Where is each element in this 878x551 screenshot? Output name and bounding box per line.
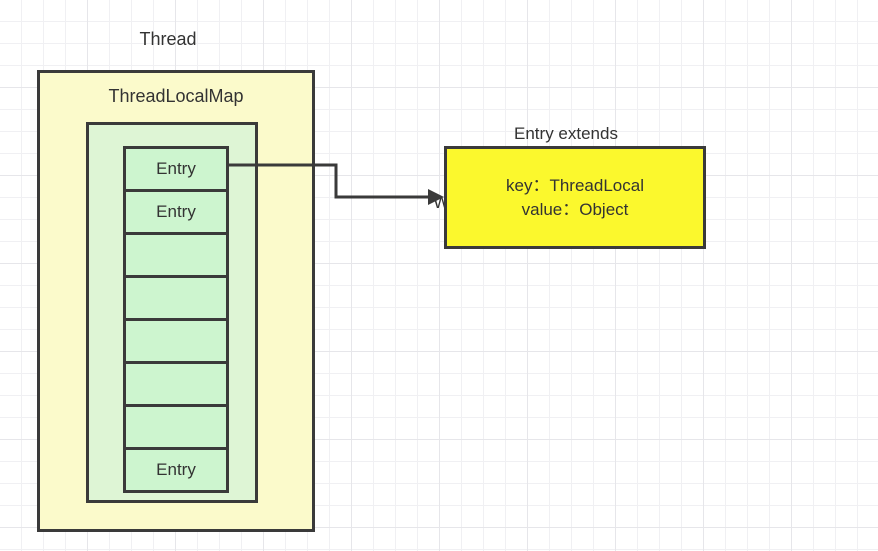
entry-extends-note-line1: Entry extends (514, 124, 618, 143)
entry-key-text: key：ThreadLocal (506, 175, 644, 195)
entry-cell[interactable]: Entry (123, 146, 229, 192)
entry-cell[interactable]: Entry (123, 189, 229, 235)
entry-cell[interactable] (123, 361, 229, 407)
threadlocalmap-title: ThreadLocalMap (108, 86, 244, 106)
entry-cell[interactable]: Entry (123, 447, 229, 493)
entry-cell[interactable] (123, 275, 229, 321)
entry-cell[interactable] (123, 232, 229, 278)
entry-value-text: value：Object (521, 199, 629, 219)
entry-cell[interactable] (123, 318, 229, 364)
entry-cell[interactable] (123, 404, 229, 450)
thread-label: Thread (139, 29, 197, 49)
entry-array: Entry Entry Entry (123, 146, 229, 493)
entry-detail-box[interactable]: key：ThreadLocal value：Object (444, 146, 706, 249)
